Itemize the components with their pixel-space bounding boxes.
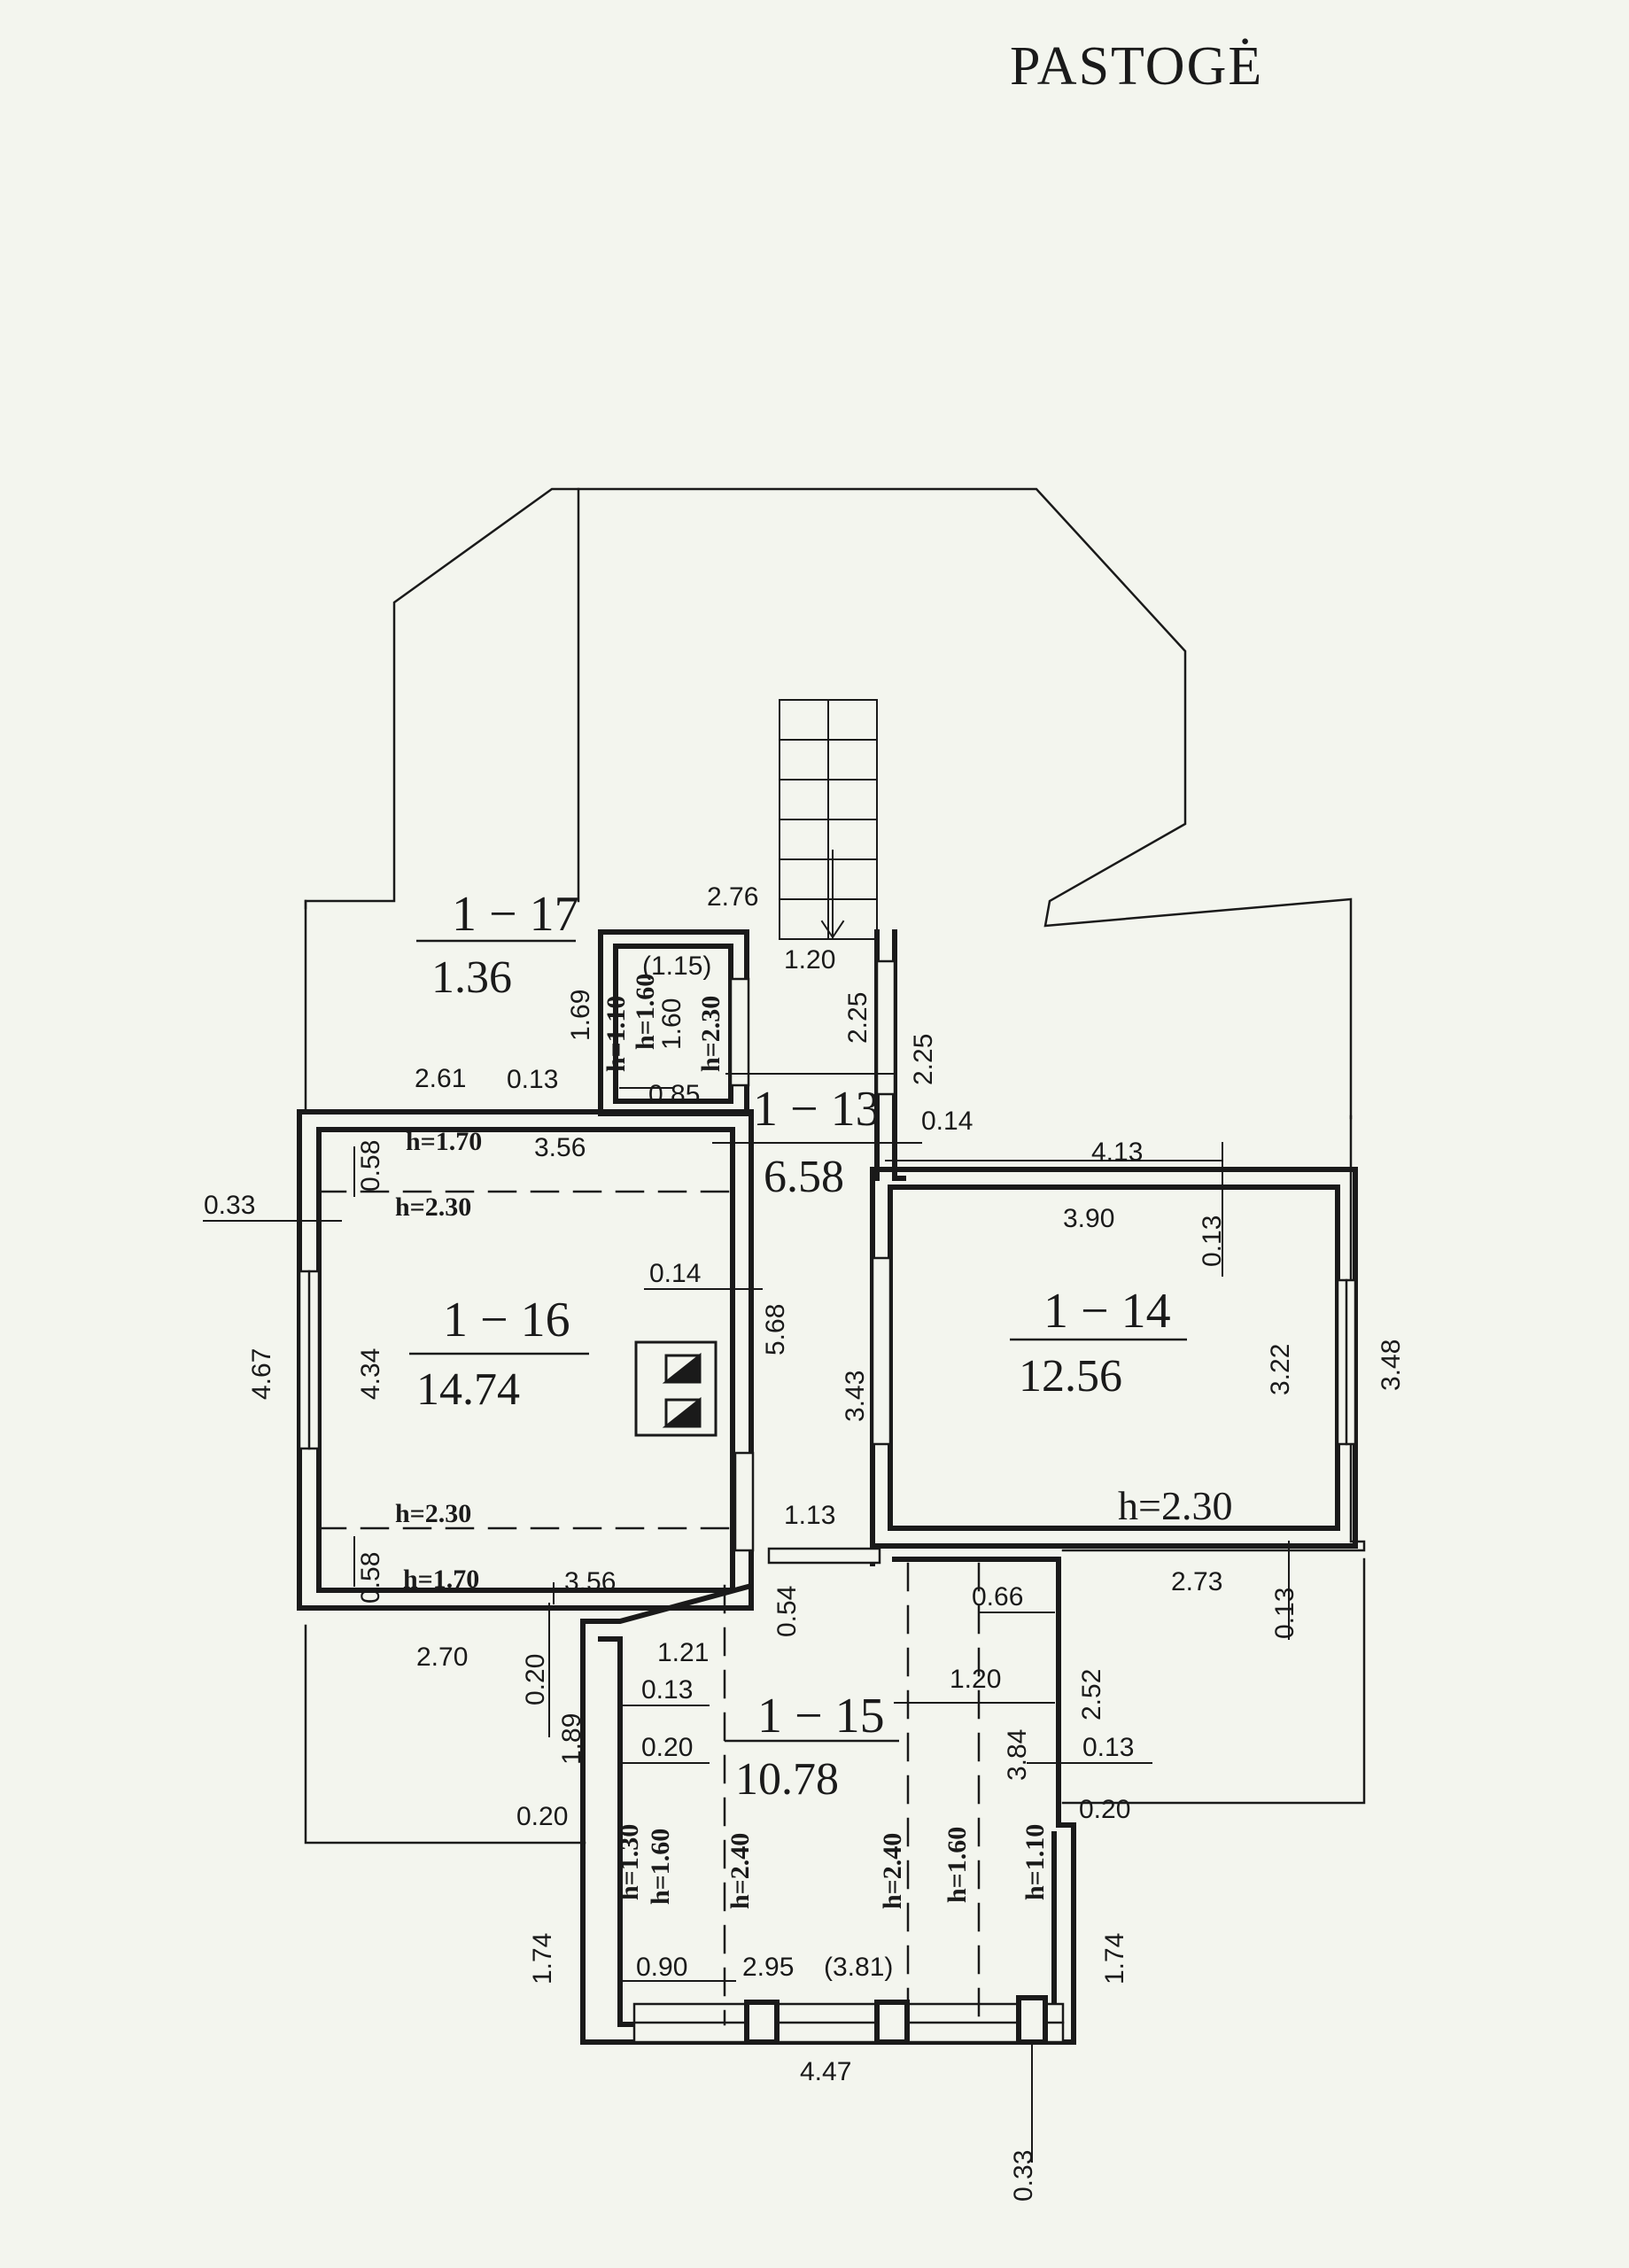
dim-label: 1.89 — [557, 1713, 586, 1765]
dim-label: 2.70 — [416, 1643, 468, 1672]
dim-label: 3.84 — [1003, 1729, 1032, 1781]
dim-label: 1.20 — [950, 1665, 1001, 1694]
room-id: 1 − 16 — [443, 1293, 570, 1348]
room-area: 6.58 — [764, 1152, 844, 1202]
dim-label: 4.34 — [356, 1348, 385, 1400]
height-label: h=2.40 — [725, 1833, 755, 1909]
height-label: h=1.60 — [631, 974, 660, 1050]
room-id: 1 − 15 — [757, 1689, 885, 1744]
dim-label: 0.85 — [648, 1080, 700, 1109]
dim-label: (1.15) — [642, 951, 711, 981]
height-label: h=1.60 — [942, 1827, 972, 1903]
dim-label: 2.76 — [707, 882, 758, 912]
dim-label: 3.90 — [1063, 1204, 1114, 1233]
page-title: PASTOGĖ — [1010, 36, 1264, 97]
dim-label: 0.54 — [772, 1586, 802, 1637]
dim-label: 0.33 — [1009, 2150, 1038, 2202]
dim-label: 3.43 — [841, 1371, 870, 1422]
dim-label: 0.20 — [1079, 1795, 1130, 1824]
dim-label: 0.20 — [516, 1802, 568, 1831]
room-1-13: 1 − 13 6.58 — [753, 1082, 880, 1202]
windows — [298, 959, 1357, 2045]
room-area: 10.78 — [735, 1754, 839, 1805]
room-id: 1 − 14 — [1043, 1284, 1171, 1339]
height-label: h=1.70 — [403, 1565, 479, 1594]
dim-label: 0.20 — [521, 1654, 550, 1705]
vertical-dimension-labels: 1.69 1.60 2.25 2.25 0.58 0.13 5.68 4.67 … — [247, 990, 1406, 2202]
dimension-lines — [203, 1073, 1290, 2163]
dim-label: 1.74 — [1100, 1933, 1129, 1984]
dim-label: 1.13 — [784, 1501, 835, 1530]
dim-label: 0.33 — [204, 1191, 255, 1220]
height-label: h=2.40 — [878, 1833, 907, 1909]
dim-label: 0.58 — [356, 1140, 385, 1192]
dim-label: 1.74 — [528, 1933, 557, 1984]
height-label: h=2.30 — [395, 1192, 471, 1222]
height-label: h=2.30 — [395, 1499, 471, 1528]
dim-label: 4.13 — [1091, 1138, 1143, 1167]
dim-label: 0.13 — [1082, 1733, 1134, 1762]
dim-label: 0.90 — [636, 1953, 687, 1982]
height-label: h=1.70 — [406, 1127, 482, 1156]
chimney — [634, 1340, 718, 1437]
roof-outline — [304, 487, 1366, 1845]
room-area: 14.74 — [416, 1364, 520, 1415]
dim-label: 2.25 — [843, 992, 873, 1044]
dim-label: 2.52 — [1077, 1669, 1106, 1720]
height-zone-lines — [317, 1190, 981, 2026]
room-area: 1.36 — [431, 952, 512, 1003]
dim-label: 4.67 — [247, 1348, 276, 1400]
dim-label: 3.48 — [1377, 1340, 1406, 1391]
room-id: 1 − 17 — [452, 887, 579, 942]
room-id: 1 − 13 — [753, 1082, 880, 1137]
room-area: 12.56 — [1019, 1351, 1122, 1402]
dim-label: 2.25 — [909, 1034, 938, 1085]
height-label: h=1.60 — [646, 1829, 675, 1905]
dim-label: 0.66 — [972, 1582, 1023, 1612]
dim-label: 0.14 — [649, 1259, 701, 1288]
room-1-17: 1 − 17 1.36 — [416, 887, 579, 1003]
dim-label: 2.61 — [415, 1064, 466, 1093]
height-label: h=1.30 — [615, 1824, 644, 1900]
height-label: h=1.10 — [601, 996, 631, 1072]
stairs — [779, 699, 878, 940]
room-1-15: 1 − 15 10.78 — [725, 1689, 899, 1805]
height-label: h=2.30 — [696, 996, 725, 1072]
dim-label: 0.14 — [921, 1107, 973, 1136]
dim-label: 2.73 — [1171, 1567, 1222, 1596]
dim-label: 5.68 — [761, 1304, 790, 1355]
height-label: h=2.30 — [1118, 1483, 1232, 1528]
dim-label: 4.47 — [800, 2057, 851, 2086]
height-label: h=1.10 — [1020, 1824, 1050, 1900]
dim-label: 2.95 — [742, 1953, 794, 1982]
dim-label: 3.56 — [534, 1133, 586, 1162]
dim-label: 1.69 — [566, 990, 595, 1041]
room-1-16: 1 − 16 14.74 — [409, 1293, 589, 1415]
dim-label: 0.13 — [507, 1065, 558, 1094]
dim-label: 0.20 — [641, 1733, 693, 1762]
dim-label: 0.13 — [1198, 1216, 1227, 1267]
dim-label: 3.22 — [1266, 1344, 1295, 1395]
dim-label: 1.60 — [657, 998, 687, 1050]
dim-label: 1.20 — [784, 945, 835, 975]
room-1-14: 1 − 14 12.56 — [1010, 1284, 1187, 1402]
dimension-labels: 2.76 1.20 (1.15) 2.61 0.13 0.85 0.14 4.1… — [204, 882, 1222, 2086]
dim-label: 0.58 — [356, 1552, 385, 1604]
dim-label: 0.13 — [641, 1675, 693, 1705]
dim-label: (3.81) — [824, 1953, 893, 1982]
dim-label: 0.13 — [1270, 1588, 1299, 1639]
height-labels: h=1.10 h=1.60 h=2.30 h=1.70 h=2.30 h=2.3… — [395, 974, 1232, 1909]
dim-label: 1.21 — [657, 1638, 709, 1667]
dim-label: 3.56 — [564, 1567, 616, 1596]
